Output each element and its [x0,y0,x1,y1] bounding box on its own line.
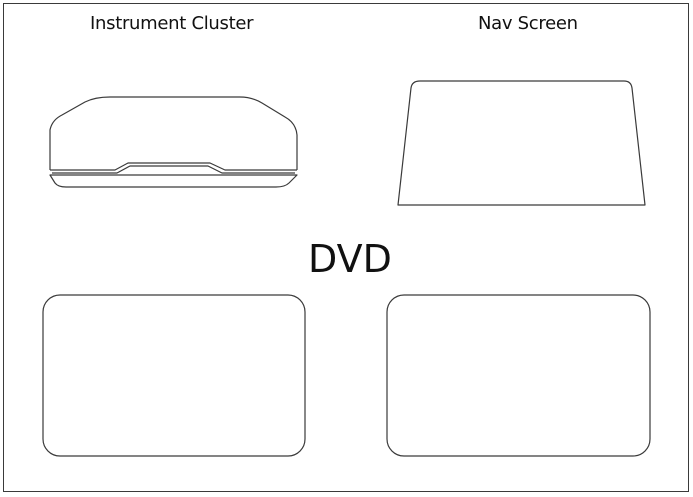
instrument-cluster-visor [49,174,298,188]
nav-screen-label: Nav Screen [478,13,578,34]
dvd-label: DVD [308,237,392,281]
instrument-cluster-inner-line [52,165,295,174]
instrument-cluster-body [49,96,298,170]
instrument-cluster-lower-line [50,162,297,171]
diagram-frame [3,3,689,492]
instrument-cluster-label: Instrument Cluster [90,13,254,34]
